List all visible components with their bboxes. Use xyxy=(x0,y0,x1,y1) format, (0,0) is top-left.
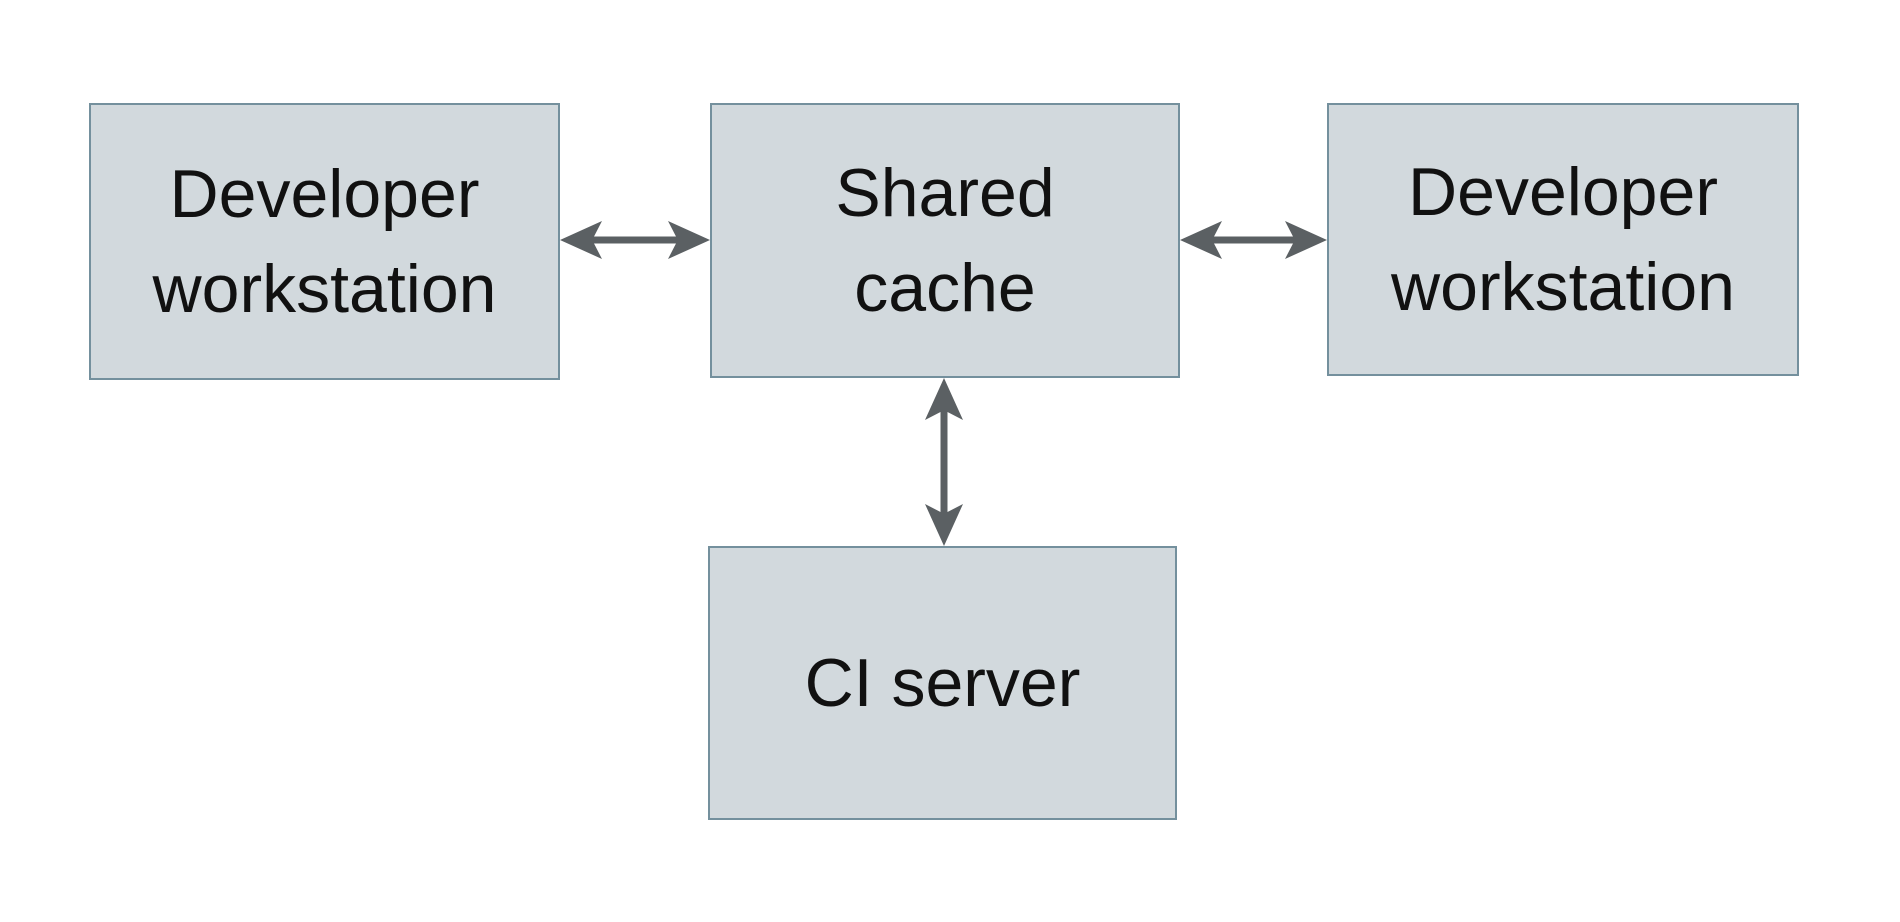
node-developer-workstation-left-label: Developer workstation xyxy=(152,155,497,327)
double-arrow-right-shape xyxy=(1180,221,1327,259)
node-developer-workstation-left: Developer workstation xyxy=(89,103,560,380)
node-shared-cache-label: Shared cache xyxy=(835,154,1055,326)
double-arrow-left-shape xyxy=(560,221,710,259)
node-ci-server: CI server xyxy=(708,546,1177,820)
node-developer-workstation-right: Developer workstation xyxy=(1327,103,1799,376)
double-arrow-icon-left xyxy=(560,221,710,259)
double-arrow-icon-right xyxy=(1180,221,1327,259)
node-shared-cache: Shared cache xyxy=(710,103,1180,378)
double-arrow-vertical-shape xyxy=(925,378,963,546)
node-ci-server-label: CI server xyxy=(804,644,1081,721)
node-developer-workstation-right-label: Developer workstation xyxy=(1391,153,1735,325)
double-arrow-icon-vertical xyxy=(925,378,963,546)
